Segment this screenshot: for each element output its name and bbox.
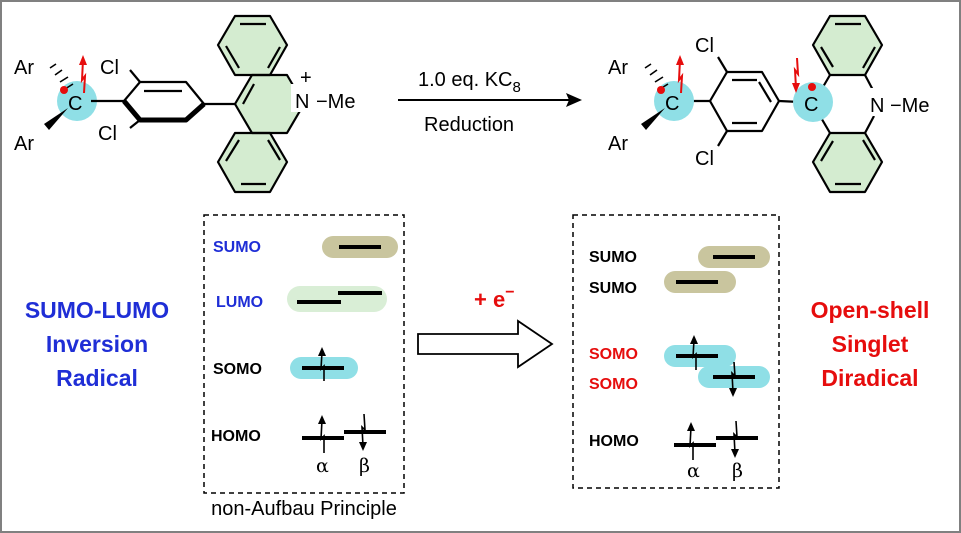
bond-double: [820, 140, 834, 162]
spin-down-arrow: [731, 420, 739, 458]
radical-dot: [657, 86, 665, 94]
label-backdrop: [868, 88, 954, 116]
reactant-nitrogen: N: [295, 91, 309, 113]
svg-text:1.0 eq. KC8: 1.0 eq. KC8: [418, 69, 521, 96]
electron-addition-arrow: [417, 319, 554, 369]
right-title-line-1: Open-shell: [811, 297, 930, 323]
bond-double: [862, 46, 876, 69]
hashed-bond: [49, 63, 74, 90]
spin-arrow: [79, 55, 87, 94]
product-carbon-left: C: [665, 93, 679, 115]
product-cl-bottom: Cl: [695, 148, 714, 170]
label-backdrop: [291, 84, 375, 112]
left-title-line-1: SUMO-LUMO: [25, 297, 169, 323]
product-ar-top: Ar: [608, 57, 628, 79]
right-orbital-somo-2: SOMO: [589, 376, 638, 393]
svg-text:+ e−: + e−: [474, 284, 515, 312]
right-orbital-sumo-2: SUMO: [589, 280, 637, 297]
acridinium-bottom-ring: [216, 131, 289, 194]
spin-up-arrow: [318, 415, 326, 453]
left-orbital-sumo: SUMO: [213, 239, 261, 256]
right-title-line-3: Diradical: [821, 365, 918, 391]
spin-arrow-up: [676, 55, 684, 94]
bond-double: [862, 139, 876, 161]
radical-carbon-right-highlight: [793, 82, 833, 122]
reactant-carbon: C: [68, 93, 82, 115]
spin-down-arrow: [729, 361, 737, 397]
right-spin-beta: β: [732, 460, 743, 482]
product-methyl: −Me: [890, 95, 929, 117]
reagent-subscript: 8: [513, 79, 521, 96]
spin-up-arrow: [690, 335, 698, 370]
spin-up-arrow: [318, 347, 326, 381]
reactant-methyl: −Me: [316, 91, 355, 113]
left-orbital-somo: SOMO: [213, 361, 262, 378]
product-cl-top: Cl: [695, 35, 714, 57]
left-orbital-lumo: LUMO: [216, 294, 263, 311]
left-diagram-caption: non-Aufbau Principle: [211, 498, 397, 520]
electron-addition-label: + e: [474, 287, 505, 312]
reaction-arrowhead: [566, 93, 582, 107]
acridine-bottom-ring-fill: [813, 133, 882, 192]
left-title-line-2: Inversion: [46, 331, 148, 357]
right-orbital-homo: HOMO: [589, 433, 639, 450]
right-spin-alpha: α: [687, 460, 700, 482]
bond-double: [758, 81, 772, 103]
bond-double: [267, 46, 281, 69]
bond-to-cl: [717, 56, 728, 73]
spin-down-arrow: [359, 413, 367, 451]
right-orbital-sumo-1: SUMO: [589, 249, 637, 266]
hashed-bond: [644, 63, 669, 90]
product-structure: [641, 14, 884, 194]
reaction-condition: Reduction: [424, 114, 514, 136]
bond-double: [225, 45, 240, 69]
left-title-line-3: Radical: [56, 365, 138, 391]
reactant-charge: +: [300, 67, 312, 89]
spin-arrow-down: [792, 57, 800, 93]
reactant-structure: [44, 14, 306, 194]
product-nitrogen: N: [870, 95, 884, 117]
left-diagram-box: [203, 214, 405, 494]
wedge-bond: [44, 108, 68, 130]
phenyl-back-edge: [123, 80, 205, 105]
radical-dot: [808, 83, 816, 91]
bond-double: [267, 139, 281, 161]
product-carbon-right: C: [804, 94, 818, 116]
left-lumo-highlight: [287, 286, 387, 312]
spin-up-arrow: [687, 422, 695, 460]
acridine-top-ring-fill: [813, 16, 882, 75]
left-spin-beta: β: [359, 455, 370, 477]
bond-double: [225, 139, 240, 162]
reactant-cl-top: Cl: [100, 57, 119, 79]
bond-to-cl: [129, 69, 141, 83]
right-orbital-somo-1: SOMO: [589, 346, 638, 363]
bond-double: [820, 46, 834, 68]
left-orbital-homo: HOMO: [211, 428, 261, 445]
left-spin-alpha: α: [316, 455, 329, 477]
electron-addition-superscript: −: [505, 284, 514, 301]
reactant-ar-bottom: Ar: [14, 133, 34, 155]
right-title-line-2: Singlet: [832, 331, 909, 357]
acridinium-middle-ring-fill: [235, 75, 304, 133]
right-diagram-box: [572, 214, 780, 489]
radical-dot: [60, 86, 68, 94]
reactant-ar-top: Ar: [14, 57, 34, 79]
phenyl-front-edge: [122, 99, 206, 123]
bond-double: [242, 83, 255, 105]
acridine-central-n-bottom: [864, 115, 875, 134]
product-ar-bottom: Ar: [608, 133, 628, 155]
bond-to-cl: [717, 130, 728, 147]
wedge-bond: [641, 108, 665, 130]
bond-to-cl: [129, 119, 141, 129]
reactant-cl-bottom: Cl: [98, 123, 117, 145]
reagent-label: 1.0 eq. KC: [418, 69, 513, 91]
